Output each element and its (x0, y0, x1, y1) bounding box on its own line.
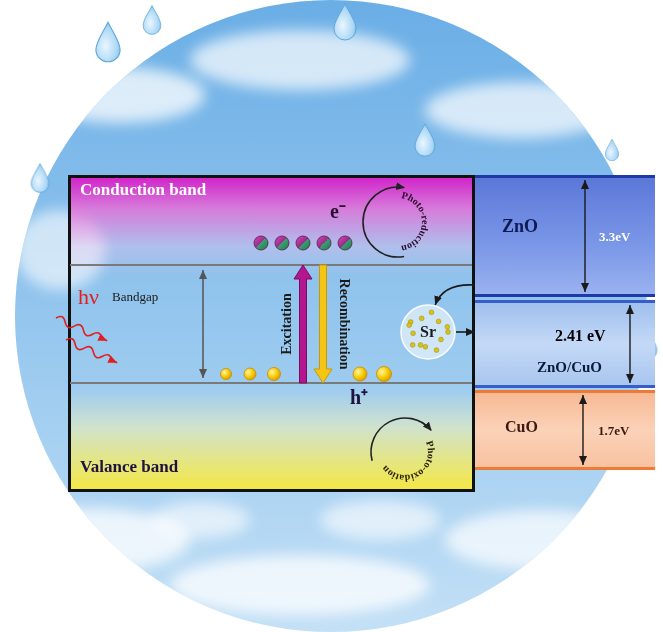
bandgap-label: Bandgap (112, 290, 158, 305)
transfer-arrow (435, 285, 475, 305)
node-value: 1.7eV (598, 424, 629, 439)
valence-band: Valance band Photo-oxidation (68, 383, 475, 492)
node-title: Conduction band (80, 180, 206, 200)
cycle-arrow: Photo-reduction (360, 184, 436, 260)
cycle-label: Photo-reduction (400, 189, 431, 255)
zno-cuo-band-panel: 2.41 eV ZnO/CuO (475, 300, 655, 388)
transfer-arrow (456, 332, 475, 333)
photon-symbol: hν (78, 284, 99, 309)
zno-band-panel: ZnO 3.3eV (475, 175, 655, 297)
photo-oxidation-cycle: Photo-oxidation (369, 416, 441, 488)
electron-symbol: e⁻ (330, 200, 346, 223)
node-title: Valance band (80, 457, 178, 477)
photo-reduction-cycle: Photo-reduction (360, 184, 436, 260)
bandgap-arrow (202, 270, 204, 378)
node-value: 3.3eV (599, 230, 630, 245)
node-title: ZnO (502, 216, 538, 237)
recombination-arrow (314, 265, 332, 383)
node-title: CuO (505, 418, 538, 436)
node-value: ZnO/CuO (537, 359, 602, 376)
process-label: Recombination (335, 279, 351, 370)
sr-dopant-circle: Sr (400, 304, 456, 360)
node-title: Sr (420, 323, 436, 341)
electrons (254, 236, 352, 250)
excitation-arrow (294, 265, 312, 383)
vb-edge-line (70, 382, 472, 384)
node-title: 2.41 eV (555, 327, 606, 345)
cycle-arrow: Photo-oxidation (369, 416, 441, 488)
cuo-band-panel: CuO 1.7eV (475, 390, 655, 470)
svg-text:Photo-reduction: Photo-reduction (400, 189, 431, 255)
cb-edge-line (70, 264, 472, 266)
svg-text:Photo-oxidation: Photo-oxidation (379, 439, 437, 484)
cycle-label: Photo-oxidation (379, 439, 437, 484)
process-label: Excitation (278, 293, 294, 354)
hole-symbol: h⁺ (350, 386, 368, 409)
conduction-band: Conduction band Photo-reduction (68, 175, 475, 265)
photon-waves (55, 315, 119, 366)
